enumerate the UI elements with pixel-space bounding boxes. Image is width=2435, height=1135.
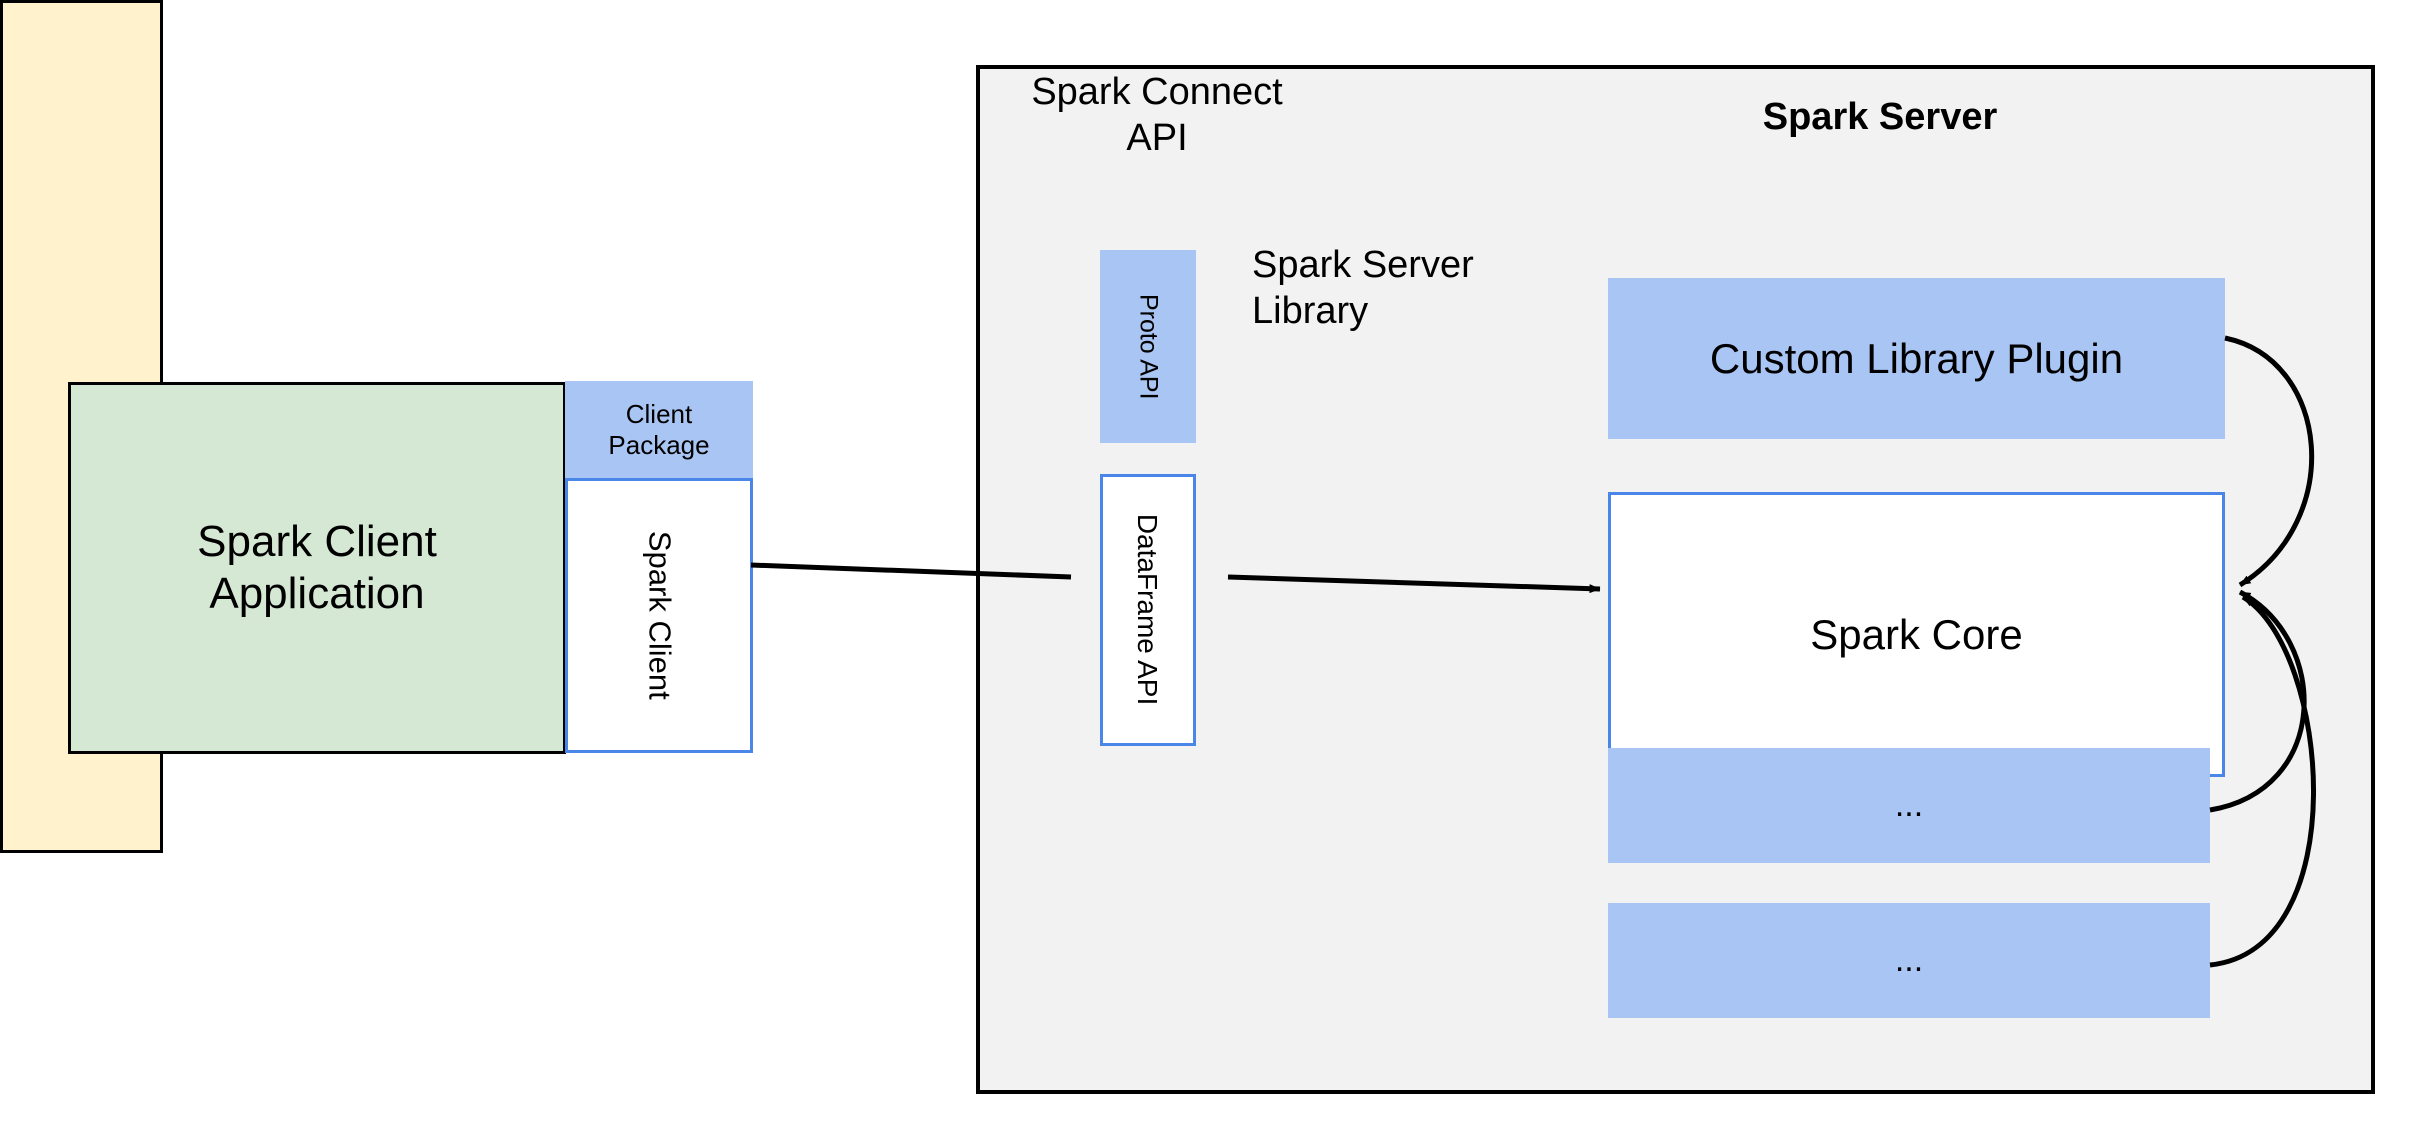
dataframe-api-box[interactable]: DataFrame API bbox=[1100, 474, 1196, 746]
spark-core-box[interactable]: Spark Core bbox=[1608, 492, 2225, 777]
spark-client-box[interactable]: Spark Client bbox=[565, 478, 753, 753]
spark-client-label: Spark Client bbox=[642, 531, 678, 700]
custom-library-plugin-label: Custom Library Plugin bbox=[1709, 334, 2124, 382]
proto-api-label: Proto API bbox=[1134, 293, 1163, 400]
placeholder-label-1: ... bbox=[1894, 786, 1924, 825]
proto-api-box[interactable]: Proto API bbox=[1100, 250, 1196, 443]
client-package-box[interactable]: Client Package bbox=[565, 381, 753, 479]
spark-server-library-label: Spark Server Library bbox=[1252, 244, 1474, 332]
client-package-label: Client Package bbox=[608, 399, 710, 460]
custom-library-plugin-box[interactable]: Custom Library Plugin bbox=[1608, 278, 2225, 439]
spark-client-application-box[interactable]: Spark Client Application bbox=[68, 382, 566, 754]
spark-server-title: Spark Server bbox=[1762, 96, 1998, 138]
placeholder-label-2: ... bbox=[1894, 941, 1924, 980]
spark-connect-api-label: Spark Connect API bbox=[1031, 71, 1283, 159]
placeholder-box-1[interactable]: ... bbox=[1608, 748, 2210, 863]
dataframe-api-label: DataFrame API bbox=[1132, 514, 1164, 706]
spark-client-application-label: Spark Client Application bbox=[197, 517, 437, 618]
placeholder-box-2[interactable]: ... bbox=[1608, 903, 2210, 1018]
spark-core-label: Spark Core bbox=[1810, 610, 2023, 658]
